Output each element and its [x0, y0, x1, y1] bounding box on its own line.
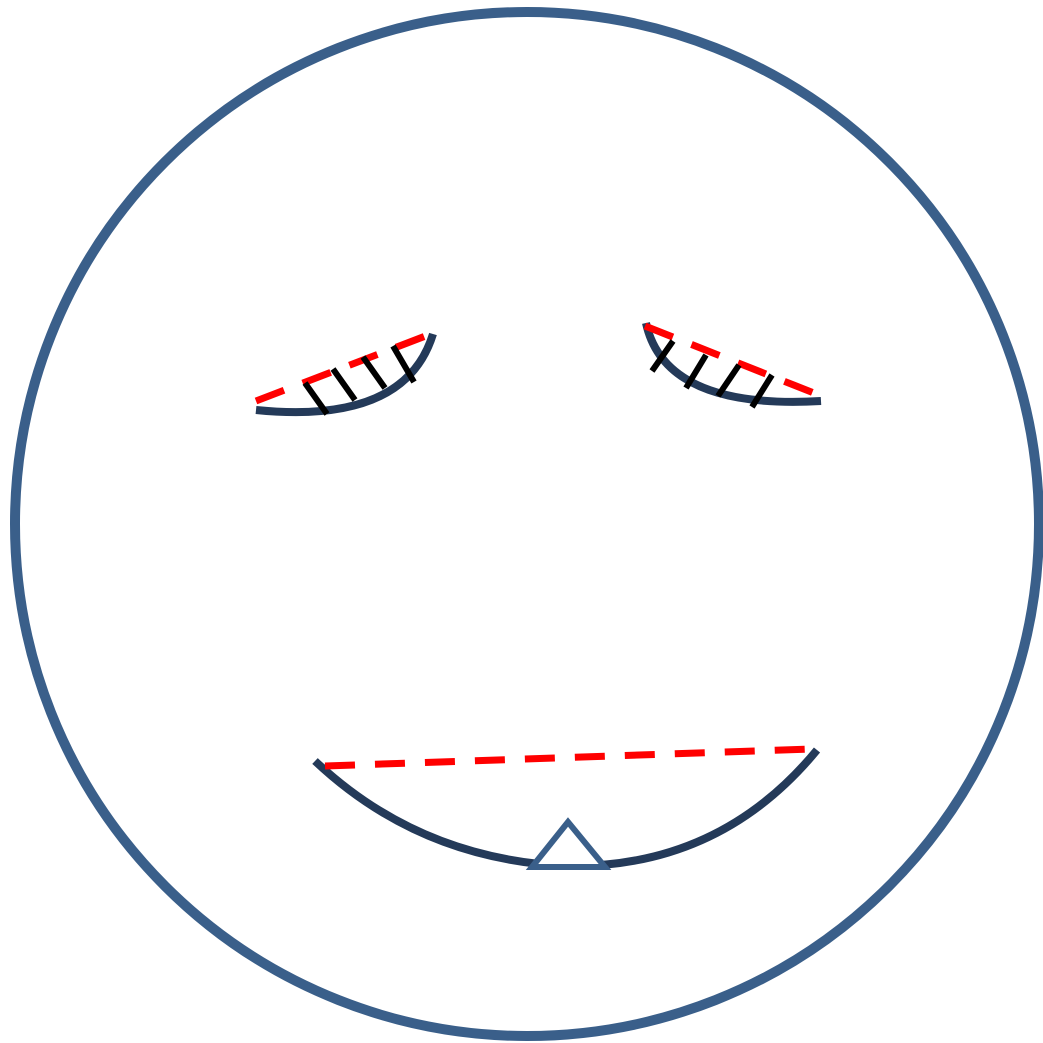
- left-eye-tick-3: [363, 357, 385, 388]
- right-eye-tick-3: [718, 365, 739, 396]
- right-eye-chord: [645, 326, 829, 399]
- left-eye-tick-2: [333, 369, 355, 400]
- mouth-triangle: [532, 822, 605, 867]
- mouth: [315, 749, 817, 867]
- face-outline-circle: [15, 12, 1039, 1036]
- right-eye: [645, 323, 829, 407]
- left-eye: [256, 332, 436, 414]
- mouth-chord: [325, 749, 812, 766]
